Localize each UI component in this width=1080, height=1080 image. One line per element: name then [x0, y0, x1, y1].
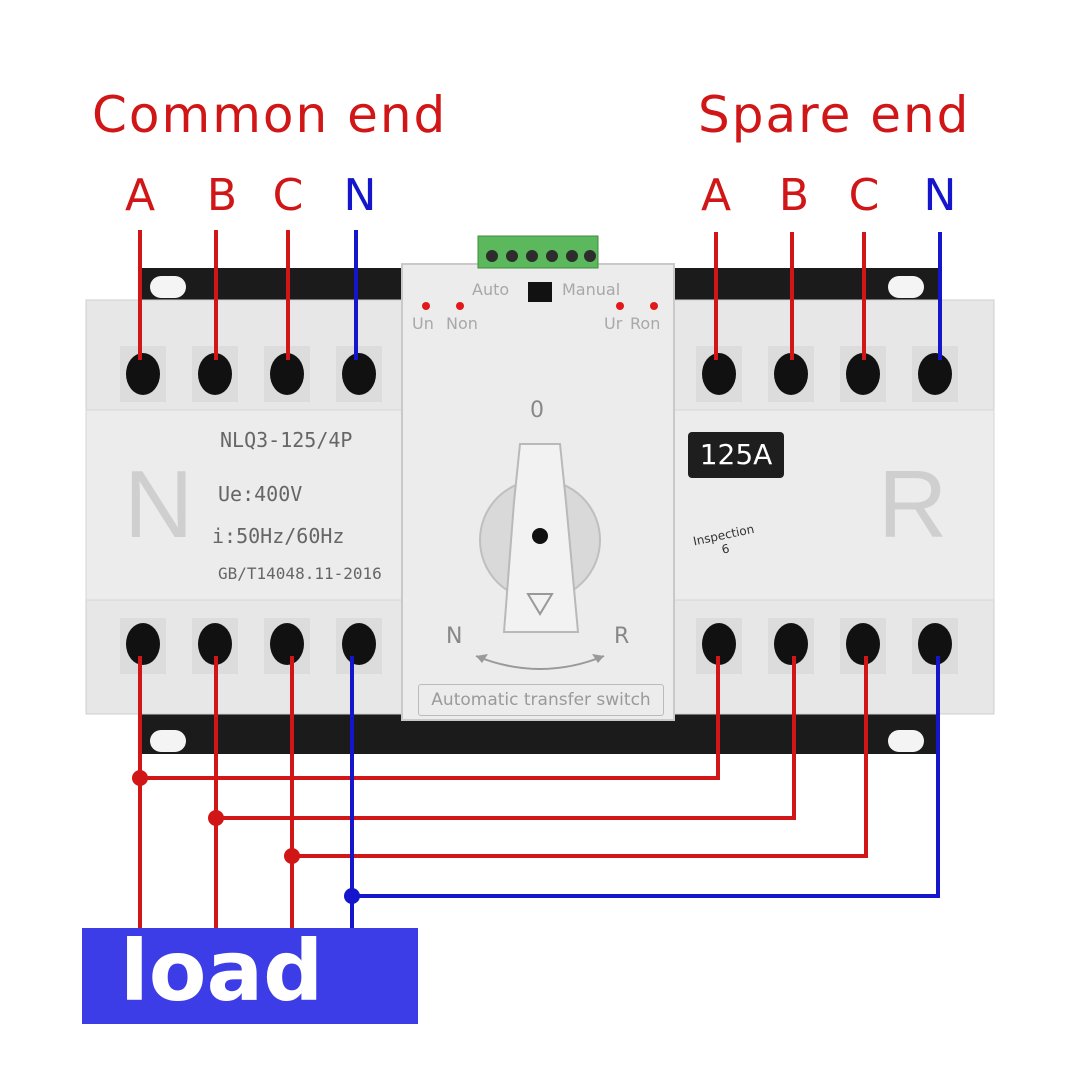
led-ron-label: Ron — [630, 314, 661, 333]
common-terminal-n-label: N — [343, 170, 377, 221]
rating-badge: 125A — [688, 432, 784, 478]
load-box — [82, 928, 418, 1024]
common-terminal-c-label: C — [272, 170, 304, 221]
spare-end-heading: Spare end — [698, 86, 971, 144]
mount-slot-br — [888, 730, 924, 752]
led-un-label: Un — [412, 314, 434, 333]
right-r-mark: R — [878, 451, 948, 558]
common-terminal-a-label: A — [124, 170, 156, 221]
frequency-label: i:50Hz/60Hz — [212, 524, 345, 548]
manual-label: Manual — [562, 280, 621, 299]
bottom-terminals — [120, 618, 958, 674]
indicator-led-icon — [650, 302, 658, 310]
dial-zero-label: 0 — [530, 398, 544, 423]
indicator-led-icon — [422, 302, 430, 310]
control-connector-icon — [477, 235, 599, 269]
neutral-wires — [350, 230, 942, 930]
spare-terminal-a-label: A — [700, 170, 732, 221]
voltage-label: Ue:400V — [218, 482, 303, 506]
mount-slot-tr — [888, 276, 924, 298]
top-terminals — [120, 346, 958, 402]
model-label: NLQ3-125/4P — [220, 428, 353, 452]
common-terminal-b-label: B — [206, 170, 238, 221]
common-end-heading: Common end — [92, 86, 448, 144]
load-label: load — [120, 922, 324, 1020]
product-footer-label: Automatic transfer switch — [418, 684, 664, 716]
mount-slot-tl — [150, 276, 186, 298]
rotary-handle-icon — [479, 443, 601, 633]
spare-terminal-c-label: C — [848, 170, 880, 221]
left-label-panel — [85, 409, 407, 601]
led-ur-label: Ur — [604, 314, 623, 333]
spare-terminal-n-label: N — [923, 170, 957, 221]
auto-label: Auto — [472, 280, 510, 299]
mount-slot-bl — [150, 730, 186, 752]
standard-label: GB/T14048.11-2016 — [218, 564, 382, 583]
phase-wires — [138, 230, 868, 930]
left-n-mark: N — [124, 451, 194, 558]
dial-r-label: R — [614, 624, 630, 649]
arrow-triangle-icon — [526, 593, 554, 616]
spare-terminal-b-label: B — [778, 170, 810, 221]
dial-n-label: N — [446, 624, 463, 649]
toggle-switch-icon — [528, 282, 552, 302]
dial-arc — [475, 655, 605, 670]
indicator-led-icon — [616, 302, 624, 310]
indicator-led-icon — [456, 302, 464, 310]
led-non-label: Non — [446, 314, 478, 333]
